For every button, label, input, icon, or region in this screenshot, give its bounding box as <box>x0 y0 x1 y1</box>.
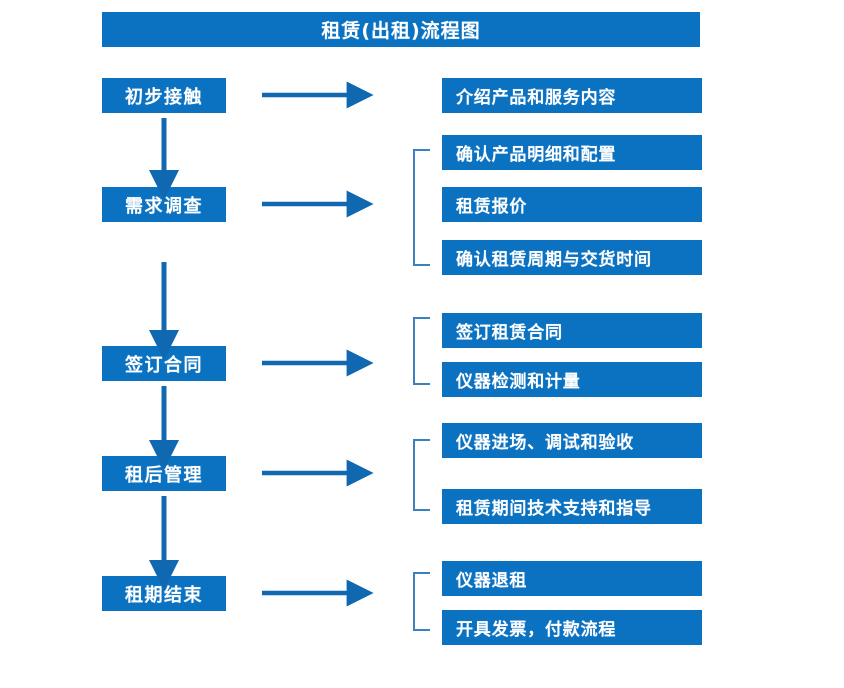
detail-label-5-2: 开具发票，付款流程 <box>456 620 617 640</box>
stage-box-2[interactable]: 需求调查 <box>102 187 226 222</box>
stage-label-4: 租后管理 <box>125 464 203 486</box>
detail-label-3-2: 仪器检测和计量 <box>456 372 581 392</box>
stage-box-1[interactable]: 初步接触 <box>102 78 226 113</box>
detail-box-5-1[interactable]: 仪器退租 <box>442 561 702 596</box>
bracket-left-icon-2 <box>413 149 430 266</box>
detail-label-2-3: 确认租赁周期与交货时间 <box>456 250 652 270</box>
chart-title-bar: 租赁(出租)流程图 <box>102 12 700 47</box>
detail-box-5-2[interactable]: 开具发票，付款流程 <box>442 610 702 645</box>
detail-box-2-2[interactable]: 租赁报价 <box>442 187 702 222</box>
detail-box-4-1[interactable]: 仪器进场、调试和验收 <box>442 423 702 458</box>
stage-label-5: 租期结束 <box>125 584 203 606</box>
detail-box-3-1[interactable]: 签订租赁合同 <box>442 313 702 348</box>
stage-box-4[interactable]: 租后管理 <box>102 456 226 491</box>
detail-box-1-1[interactable]: 介绍产品和服务内容 <box>442 78 702 113</box>
stage-box-5[interactable]: 租期结束 <box>102 576 226 611</box>
detail-box-3-2[interactable]: 仪器检测和计量 <box>442 362 702 397</box>
detail-box-2-1[interactable]: 确认产品明细和配置 <box>442 135 702 170</box>
stage-box-3[interactable]: 签订合同 <box>102 346 226 381</box>
detail-label-2-2: 租赁报价 <box>456 197 528 217</box>
detail-label-1-1: 介绍产品和服务内容 <box>456 88 617 108</box>
stage-label-2: 需求调查 <box>125 195 203 217</box>
detail-label-3-1: 签订租赁合同 <box>456 323 563 343</box>
bracket-left-icon-5 <box>413 572 430 631</box>
detail-box-2-3[interactable]: 确认租赁周期与交货时间 <box>442 240 702 275</box>
bracket-left-icon-4 <box>413 439 430 511</box>
detail-label-4-2: 租赁期间技术支持和指导 <box>456 499 652 519</box>
detail-label-5-1: 仪器退租 <box>456 571 528 591</box>
stage-label-3: 签订合同 <box>125 354 203 376</box>
detail-label-4-1: 仪器进场、调试和验收 <box>456 433 634 453</box>
detail-box-4-2[interactable]: 租赁期间技术支持和指导 <box>442 489 702 524</box>
bracket-left-icon-3 <box>413 317 430 385</box>
detail-label-2-1: 确认产品明细和配置 <box>456 145 617 165</box>
stage-label-1: 初步接触 <box>125 86 203 108</box>
chart-title-text: 租赁(出租)流程图 <box>321 20 481 42</box>
